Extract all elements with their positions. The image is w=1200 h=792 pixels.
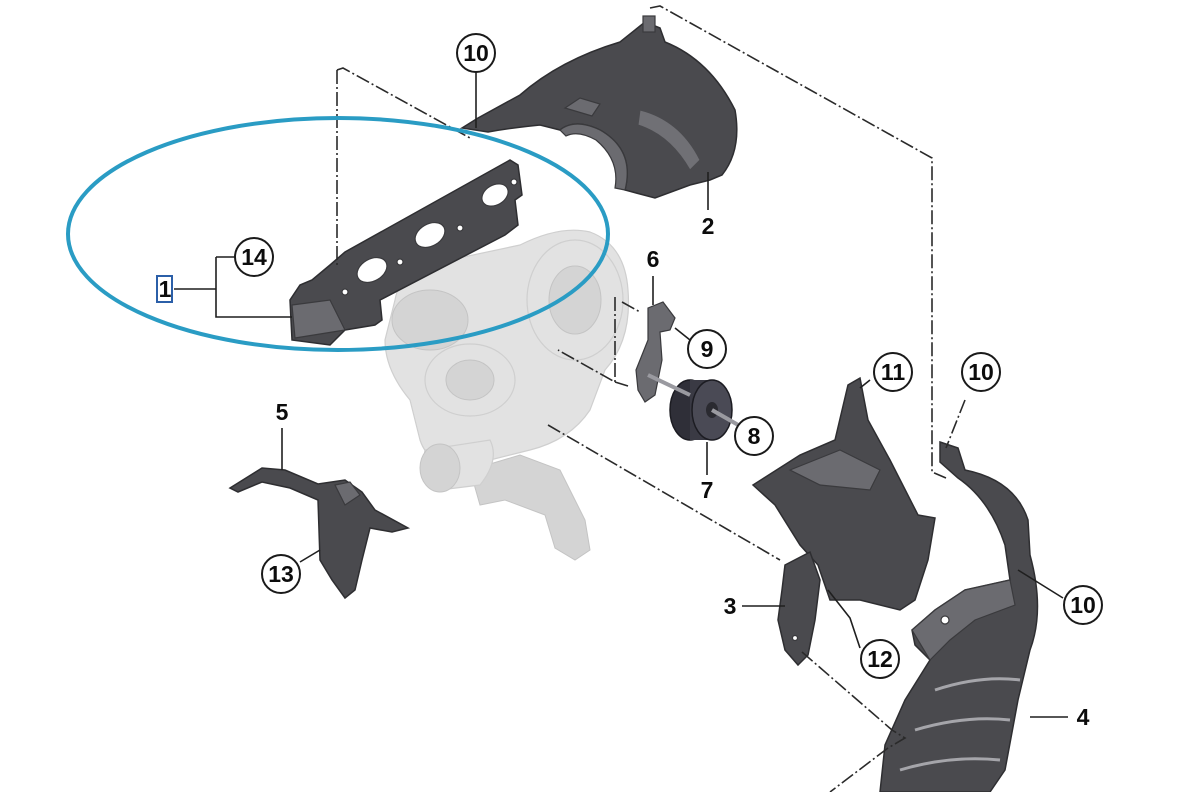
callout-10-right[interactable]: 10 [961, 352, 1001, 392]
svg-text:3: 3 [724, 593, 737, 619]
callout-6[interactable]: 6 [647, 246, 660, 272]
svg-text:2: 2 [702, 213, 715, 239]
callout-12[interactable]: 12 [860, 639, 900, 679]
part-7-rubber-mount[interactable] [647, 373, 741, 441]
callout-1-selected[interactable]: 1 [156, 275, 173, 303]
svg-text:14: 14 [241, 244, 267, 270]
svg-text:13: 13 [268, 561, 294, 587]
callout-7[interactable]: 7 [701, 477, 714, 503]
part-3-bracket[interactable] [777, 550, 821, 667]
svg-text:7: 7 [701, 477, 714, 503]
callout-10-top[interactable]: 10 [456, 33, 496, 73]
callout-9[interactable]: 9 [687, 329, 727, 369]
part-6-bracket[interactable] [635, 301, 676, 403]
assembly-lines [336, 5, 966, 792]
svg-text:4: 4 [1077, 704, 1090, 730]
svg-text:10: 10 [463, 40, 489, 66]
part-1-manifold-gasket[interactable] [289, 159, 523, 346]
svg-text:5: 5 [276, 399, 289, 425]
highlight-ellipse [66, 116, 610, 352]
svg-text:12: 12 [867, 646, 893, 672]
svg-text:11: 11 [881, 359, 906, 385]
turbocharger-ghost [384, 229, 630, 561]
selection-box [156, 275, 173, 303]
svg-text:10: 10 [968, 359, 994, 385]
svg-text:6: 6 [647, 246, 660, 272]
callout-3[interactable]: 3 [724, 593, 737, 619]
callout-11[interactable]: 11 [873, 352, 913, 392]
callout-5[interactable]: 5 [276, 399, 289, 425]
callout-2[interactable]: 2 [702, 213, 715, 239]
svg-text:1: 1 [159, 276, 172, 302]
svg-text:10: 10 [1070, 592, 1096, 618]
part-5-heat-shield[interactable] [228, 467, 411, 600]
part-11-lower-shield[interactable] [751, 376, 936, 611]
callout-10-lower[interactable]: 10 [1063, 585, 1103, 625]
callout-13[interactable]: 13 [261, 554, 301, 594]
part-2-upper-heat-shield[interactable] [459, 15, 738, 199]
part-4-catalyst-heat-shield[interactable] [879, 440, 1039, 792]
callout-4[interactable]: 4 [1077, 704, 1090, 730]
callout-8[interactable]: 8 [734, 416, 774, 456]
svg-text:9: 9 [701, 336, 714, 362]
callout-14[interactable]: 14 [234, 237, 274, 277]
leader-lines [174, 72, 1068, 718]
svg-text:8: 8 [748, 423, 761, 449]
